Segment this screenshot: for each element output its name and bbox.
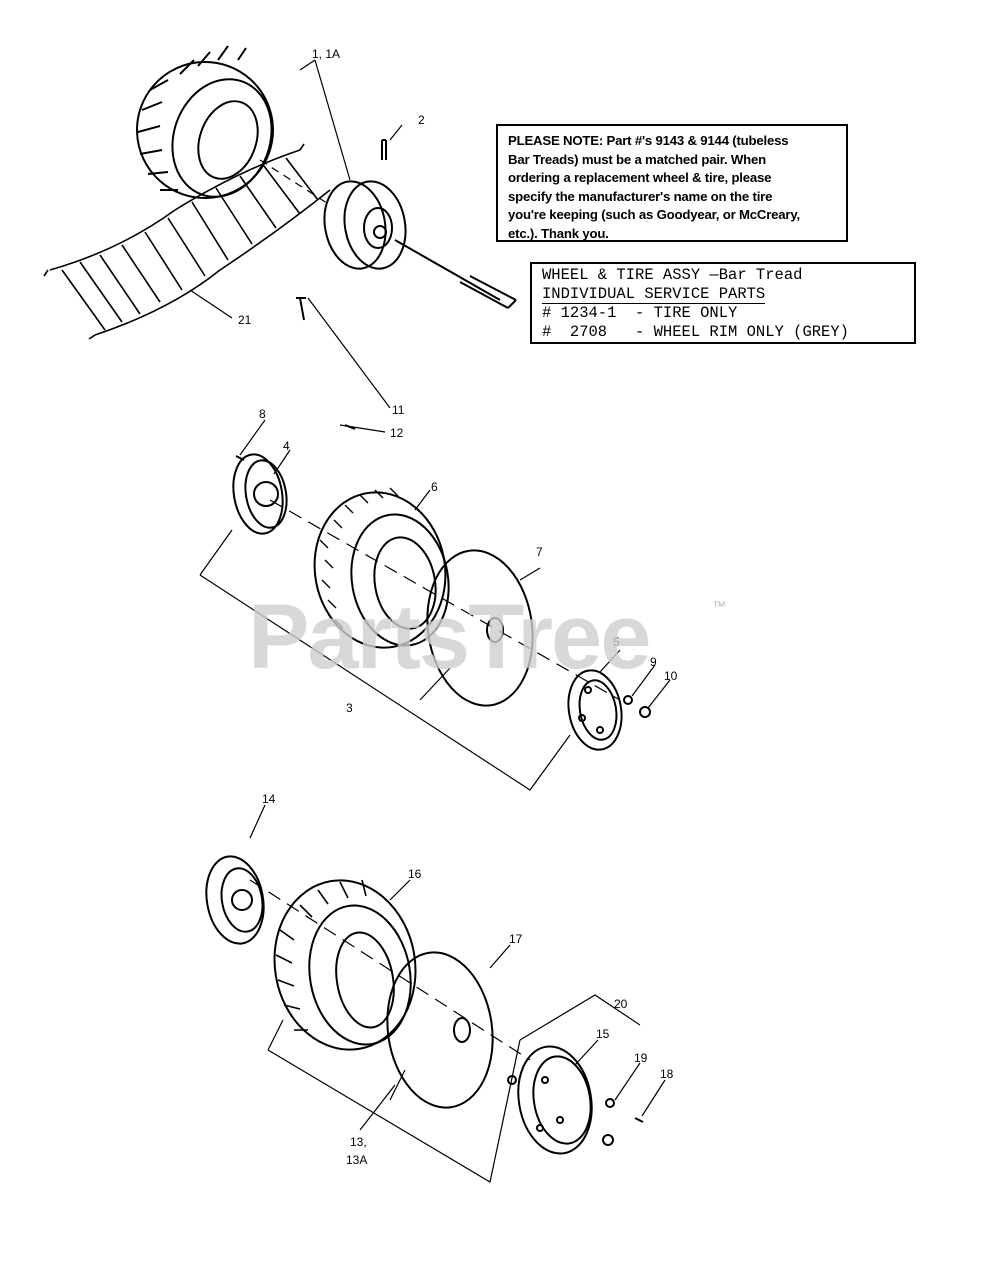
callout-20: 20 <box>614 997 628 1011</box>
bar-tread-tire <box>136 45 274 199</box>
callout-3: 3 <box>346 701 353 715</box>
parts-row-tire: # 1234-1 - TIRE ONLY <box>542 304 738 322</box>
callout-4: 4 <box>283 439 290 453</box>
callout-12: 12 <box>390 426 404 440</box>
valve <box>296 297 356 430</box>
diamond-tread-tire-assembly <box>199 297 671 791</box>
callout-2: 2 <box>418 113 425 127</box>
service-parts-box: WHEEL & TIRE ASSY —Bar Tread INDIVIDUAL … <box>530 262 916 344</box>
inner-tube-7 <box>426 549 534 707</box>
wheel-half-4 <box>232 453 288 535</box>
wheel-rim-1 <box>323 180 407 270</box>
nut-10 <box>639 706 651 718</box>
axle <box>394 239 517 309</box>
note-line-2: Bar Treads) must be a matched pair. When <box>508 151 767 167</box>
washer-9 <box>623 695 633 705</box>
callout-19: 19 <box>634 1051 648 1065</box>
callout-8: 8 <box>259 407 266 421</box>
callout-6: 6 <box>431 480 438 494</box>
callout-13: 13, <box>350 1135 367 1149</box>
please-note-box: PLEASE NOTE: Part #'s 9143 & 9144 (tubel… <box>496 124 848 242</box>
nut <box>602 1134 614 1146</box>
parts-subtitle: INDIVIDUAL SERVICE PARTS <box>542 284 766 304</box>
callout-17: 17 <box>509 932 523 946</box>
trademark-mark: ™ <box>712 598 726 614</box>
callout-16: 16 <box>408 867 422 881</box>
note-line-6: etc.). Thank you. <box>508 225 609 241</box>
diamond-tread-tire <box>313 487 450 649</box>
bolt-18 <box>634 1117 644 1123</box>
bracket-13 <box>267 1019 521 1183</box>
callout-1-1a: 1, 1A <box>312 47 340 61</box>
note-line-1: PLEASE NOTE: Part #'s 9143 & 9144 (tubel… <box>508 133 789 148</box>
tire-chain <box>43 143 331 340</box>
parts-row-rim: # 2708 - WHEEL RIM ONLY (GREY) <box>542 322 849 341</box>
callout-15: 15 <box>596 1027 610 1041</box>
note-line-4: specify the manufacturer's name on the t… <box>508 188 773 204</box>
callout-21: 21 <box>238 313 252 327</box>
leader-lines-1 <box>189 59 403 319</box>
callout-9: 9 <box>650 655 657 669</box>
parts-title: WHEEL & TIRE ASSY —Bar Tread <box>542 266 803 284</box>
callout-13a: 13A <box>346 1153 367 1167</box>
lug-tread-tire <box>273 879 417 1051</box>
washer-19 <box>605 1098 615 1108</box>
wheel-half-14 <box>205 855 265 945</box>
bracket-20 <box>519 994 641 1041</box>
callout-18: 18 <box>660 1067 674 1081</box>
callout-10: 10 <box>664 669 678 683</box>
bracket-3 <box>199 529 571 791</box>
note-line-3: ordering a replacement wheel & tire, ple… <box>508 170 772 185</box>
leader-lines-2 <box>239 297 671 709</box>
bar-tread-tire-assembly <box>43 45 517 340</box>
callout-5: 5 <box>613 635 620 649</box>
callout-11: 11 <box>392 403 405 417</box>
wheel-half-15 <box>517 1045 593 1155</box>
callout-14: 14 <box>262 792 276 806</box>
lug-tread-tire-assembly <box>205 804 666 1183</box>
bolt-8 <box>235 455 245 461</box>
note-line-5: you're keeping (such as Goodyear, or McC… <box>508 207 800 222</box>
wheel-half-5 <box>567 669 623 751</box>
callout-7: 7 <box>536 545 543 559</box>
watermark: PartsTree <box>248 586 651 688</box>
pin <box>381 139 387 160</box>
leader-lines-3 <box>249 804 666 1131</box>
inner-tube-17 <box>386 951 494 1109</box>
